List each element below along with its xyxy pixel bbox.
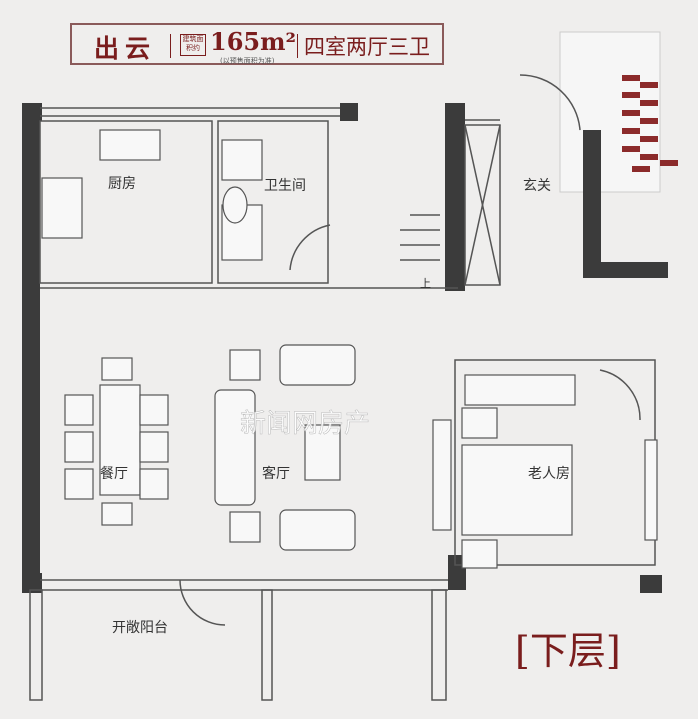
room-label-living: 客厅: [262, 465, 290, 482]
sofa-icon: [214, 389, 256, 506]
coffee-table-icon: [304, 424, 341, 481]
divider: [297, 34, 298, 58]
room-label-foyer: 玄关: [523, 177, 551, 194]
unit-layout: 四室两厅三卫: [304, 35, 430, 59]
interior-lines: [29, 74, 656, 701]
area-note: (以预售面积为准): [220, 57, 275, 65]
site-map-thumbnail: [559, 31, 678, 193]
unit-area: 165m²: [210, 27, 297, 56]
wardrobe-icon: [464, 374, 576, 406]
sink-icon: [99, 129, 161, 161]
washbasin-icon: [221, 139, 263, 181]
furniture: [41, 129, 658, 569]
room-label-balcony: 开敞阳台: [112, 620, 168, 636]
bed-icon: [461, 444, 573, 536]
level-label: [下层]: [515, 629, 621, 673]
unit-name: 出云: [94, 34, 157, 63]
room-label-kitchen: 厨房: [108, 176, 136, 192]
room-label-elder-room: 老人房: [528, 466, 570, 482]
watermark: 新闻网房产: [240, 409, 370, 439]
stove-icon: [41, 177, 83, 239]
divider: [170, 34, 171, 58]
plan-header: 出云 建筑面积约 165m² (以预售面积为准) 四室两厅三卫: [70, 23, 444, 65]
tv-cabinet-icon: [432, 419, 452, 531]
room-label-dining: 餐厅: [100, 466, 128, 482]
walls: [22, 103, 668, 593]
room-label-bathroom: 卫生间: [264, 178, 306, 194]
toilet-icon: [222, 186, 248, 224]
area-tag: 建筑面积约: [180, 34, 206, 56]
stairs-up-label: 上: [420, 277, 431, 290]
